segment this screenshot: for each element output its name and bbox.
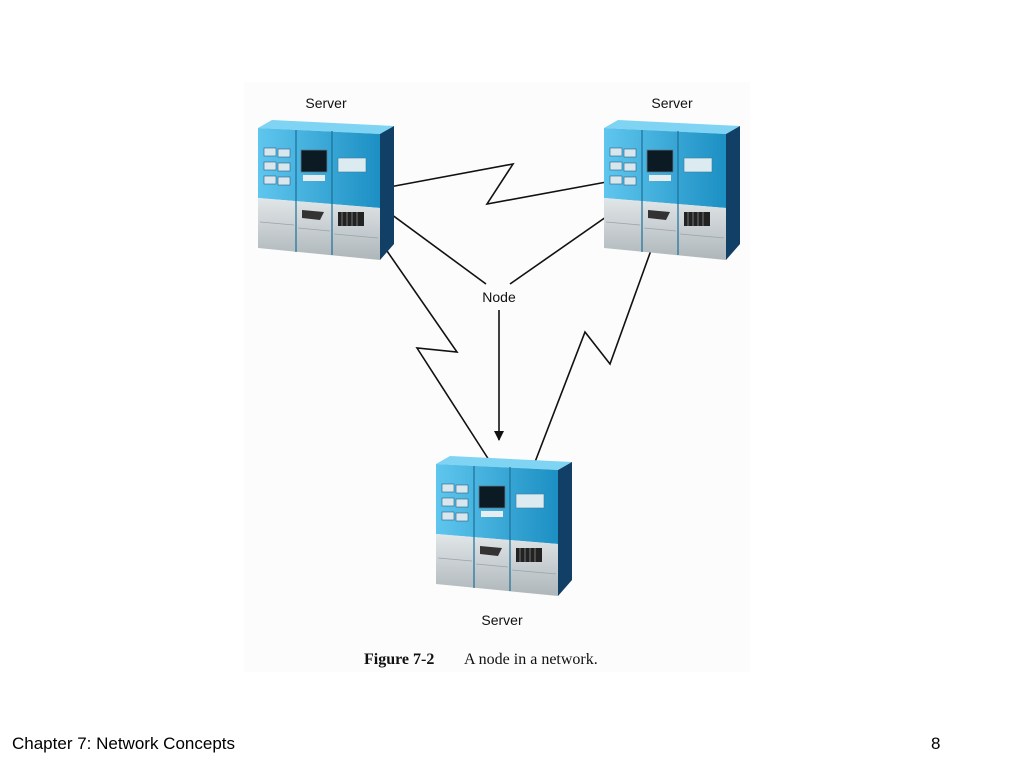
link-top-left-to-top-right: [383, 162, 613, 206]
footer-title: Chapter 7: Network Concepts: [12, 734, 235, 753]
arrow-node-to-top-right: [509, 209, 617, 285]
arrow-node-to-top-left: [379, 205, 487, 285]
server-label-top-left: Server: [305, 95, 347, 111]
link-top-right-to-bottom: [534, 241, 655, 463]
node-label: Node: [482, 289, 516, 305]
server-label-bottom: Server: [481, 612, 523, 628]
server-label-top-right: Server: [651, 95, 693, 111]
page-number: 8: [931, 734, 941, 753]
figure-caption: A node in a network.: [464, 651, 598, 668]
server-icon-top-left: [257, 119, 395, 261]
server-icon-bottom: [435, 455, 573, 597]
server-icon-top-right: [603, 119, 741, 261]
figure-number: Figure 7-2: [364, 651, 434, 668]
link-top-left-to-bottom: [377, 237, 490, 461]
